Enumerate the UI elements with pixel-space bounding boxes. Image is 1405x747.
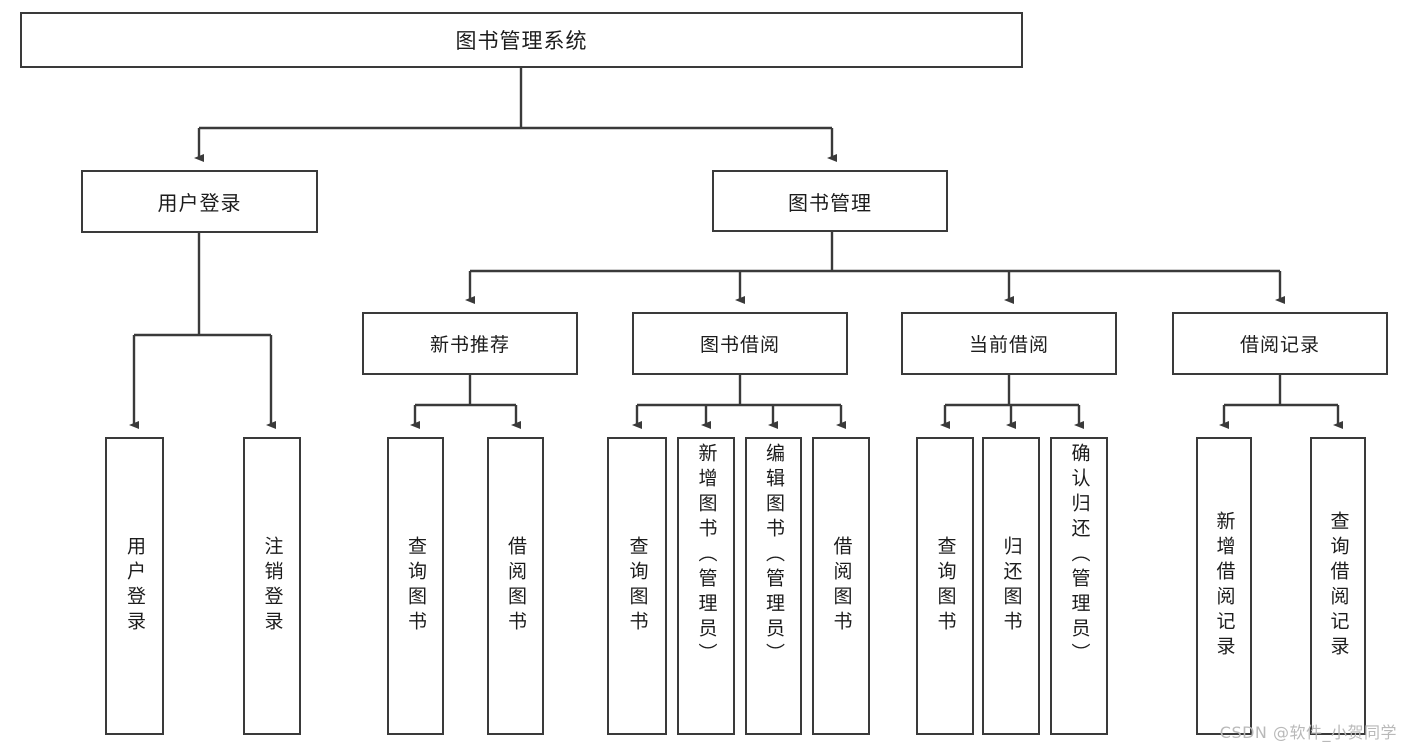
node-leaf-add-record[interactable]: 新增借阅记录 (1196, 437, 1252, 735)
node-label: 归还图书 (1000, 536, 1023, 636)
node-label: 图书管理系统 (455, 29, 588, 53)
node-label: 新增图书（管理员） (695, 443, 718, 668)
node-label: 新增借阅记录 (1213, 511, 1236, 661)
node-book-management[interactable]: 图书管理 (712, 170, 948, 232)
node-book-borrow[interactable]: 图书借阅 (632, 312, 848, 375)
node-label: 查询图书 (626, 536, 649, 636)
node-label: 借阅图书 (830, 536, 853, 636)
node-borrow-record[interactable]: 借阅记录 (1172, 312, 1388, 375)
node-label: 查询图书 (934, 536, 957, 636)
node-label: 查询借阅记录 (1327, 511, 1350, 661)
node-label: 当前借阅 (968, 334, 1049, 356)
node-user-login[interactable]: 用户登录 (81, 170, 318, 233)
node-label: 查询图书 (405, 536, 427, 636)
node-root-book-management-system[interactable]: 图书管理系统 (20, 12, 1023, 68)
node-leaf-user-login[interactable]: 用户登录 (105, 437, 164, 735)
node-leaf-logout-login[interactable]: 注销登录 (243, 437, 301, 735)
node-leaf-borrow-book-2[interactable]: 借阅图书 (812, 437, 870, 735)
node-label: 编辑图书（管理员） (763, 443, 785, 668)
node-leaf-edit-book[interactable]: 编辑图书（管理员） (745, 437, 802, 735)
node-leaf-confirm-return[interactable]: 确认归还（管理员） (1050, 437, 1108, 735)
node-leaf-return-book[interactable]: 归还图书 (982, 437, 1040, 735)
node-leaf-query-record[interactable]: 查询借阅记录 (1310, 437, 1366, 735)
node-new-book-recommend[interactable]: 新书推荐 (362, 312, 578, 375)
node-label: 图书借阅 (699, 334, 780, 356)
node-leaf-query-book-3[interactable]: 查询图书 (916, 437, 974, 735)
node-label: 用户登录 (124, 536, 146, 636)
node-leaf-add-book[interactable]: 新增图书（管理员） (677, 437, 735, 735)
node-label: 确认归还（管理员） (1068, 443, 1091, 668)
node-label: 注销登录 (261, 536, 284, 636)
node-current-borrow[interactable]: 当前借阅 (901, 312, 1117, 375)
node-label: 图书管理 (788, 190, 872, 215)
node-leaf-query-book-2[interactable]: 查询图书 (607, 437, 667, 735)
node-leaf-query-book-1[interactable]: 查询图书 (387, 437, 444, 735)
node-label: 借阅图书 (505, 536, 527, 636)
csdn-watermark: CSDN @软件_小贺同学 (1219, 723, 1397, 742)
node-leaf-borrow-book-1[interactable]: 借阅图书 (487, 437, 544, 735)
node-label: 借阅记录 (1239, 334, 1320, 356)
node-label: 用户登录 (157, 191, 242, 215)
node-label: 新书推荐 (429, 334, 510, 356)
